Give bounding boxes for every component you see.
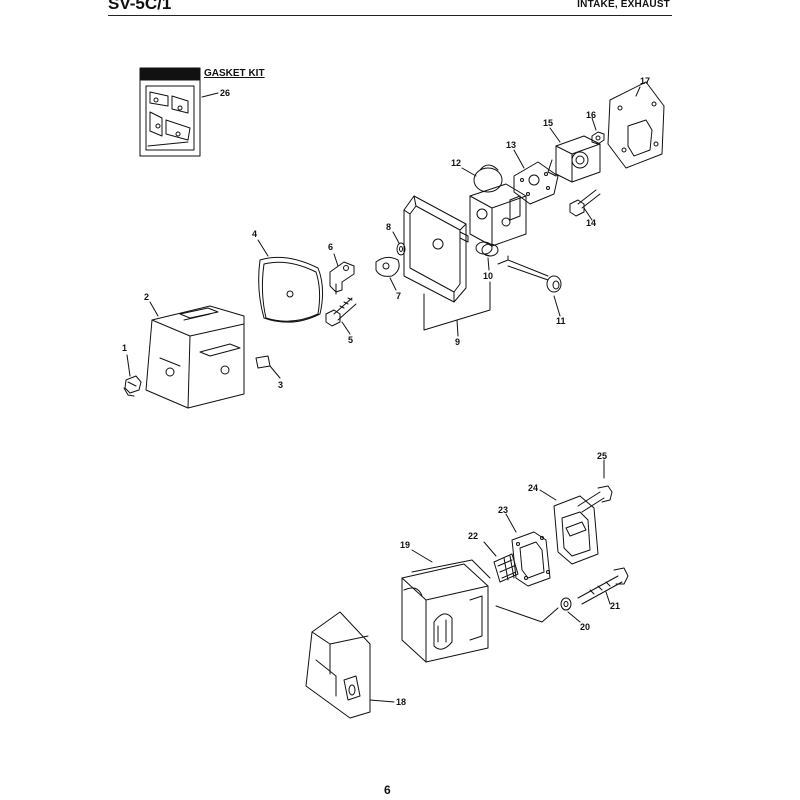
page-number: 6 (384, 783, 391, 797)
callout-23: 23 (498, 505, 509, 515)
callout-3: 3 (278, 380, 284, 390)
part-11 (497, 255, 562, 293)
part-1 (123, 375, 142, 397)
part-23 (511, 531, 551, 587)
callout-16: 16 (586, 110, 597, 120)
callout-2: 2 (144, 292, 150, 302)
callout-11: 11 (556, 316, 566, 326)
callout-14: 14 (586, 218, 597, 228)
callout-21: 21 (610, 601, 621, 611)
part-9 (403, 195, 469, 303)
part-13 (513, 161, 559, 205)
part-24 (553, 495, 599, 565)
part-10 (475, 241, 499, 257)
callout-13: 13 (506, 140, 517, 150)
callout-26: 26 (220, 88, 231, 98)
callout-9: 9 (455, 337, 461, 347)
callout-12: 12 (451, 158, 462, 168)
part-7 (375, 256, 400, 277)
callout-7: 7 (396, 291, 402, 301)
gasket-kit-illustration (139, 67, 201, 157)
part-15 (547, 135, 601, 183)
gasket-kit-label: GASKET KIT (204, 68, 265, 79)
part-17 (607, 81, 665, 169)
model-title: SV-5C/1 (108, 0, 172, 13)
callout-22: 22 (468, 531, 479, 541)
part-3 (255, 355, 271, 369)
callout-10: 10 (483, 271, 494, 281)
part-2 (145, 305, 245, 409)
part-21 (577, 567, 629, 605)
part-4 (258, 256, 324, 323)
callout-20: 20 (580, 622, 591, 632)
callout-17: 17 (640, 76, 651, 86)
callout-8: 8 (386, 222, 392, 232)
callout-4: 4 (252, 229, 258, 239)
callout-24: 24 (528, 483, 539, 493)
callout-15: 15 (543, 118, 554, 128)
callout-19: 19 (400, 540, 411, 550)
part-22 (493, 553, 519, 583)
part-18 (305, 611, 371, 719)
part-8 (396, 242, 406, 256)
callout-1: 1 (122, 343, 128, 353)
part-12 (469, 164, 527, 247)
part-20 (560, 597, 572, 611)
part-25 (577, 485, 613, 513)
part-6 (329, 261, 355, 295)
section-title: INTAKE, EXHAUST (577, 0, 670, 10)
callout-6: 6 (328, 242, 334, 252)
part-14 (569, 189, 601, 217)
callout-5: 5 (348, 335, 354, 345)
part-16 (591, 131, 605, 145)
part-5 (325, 297, 357, 327)
callout-25: 25 (597, 451, 608, 461)
callout-18: 18 (396, 697, 407, 707)
part-19 (401, 559, 491, 663)
header-rule (108, 15, 672, 16)
